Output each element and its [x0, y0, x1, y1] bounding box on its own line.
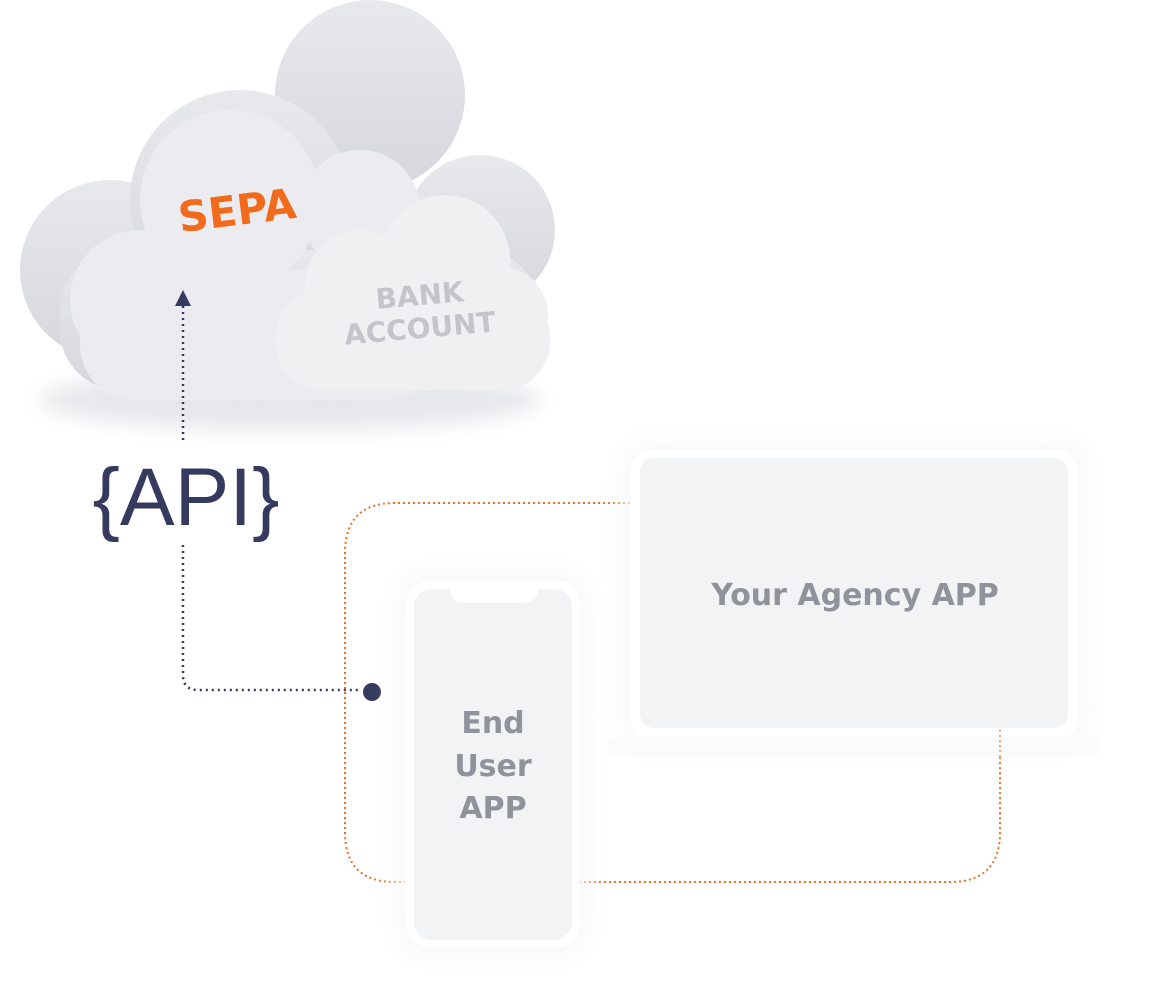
arrow-up-icon: [175, 290, 191, 306]
phone-device: End User APP: [395, 570, 590, 958]
phone-label-line-3: APP: [459, 791, 526, 826]
bank-label: BANK: [374, 275, 466, 316]
connection-dot: [363, 683, 381, 701]
connection-loop: [344, 502, 1001, 883]
laptop-device: Your Agency APP: [607, 440, 1100, 756]
cloud-graphic: SEPA BANK ACCOUNT: [20, 0, 555, 430]
phone-label-line-2: User: [454, 749, 532, 784]
phone-label-line-1: End: [461, 706, 524, 741]
bank-account-cloud: [275, 195, 550, 390]
phone-notch: [450, 589, 538, 603]
api-to-app-line: [181, 545, 360, 692]
api-label: {API}: [93, 452, 280, 543]
laptop-label: Your Agency APP: [710, 578, 999, 613]
